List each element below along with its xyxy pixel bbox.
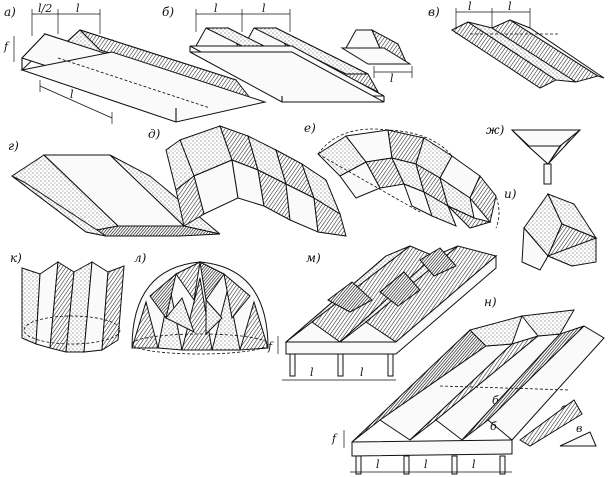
panel-label-i: и) — [504, 187, 517, 201]
figure-m-folded-plate-roof: м) l l f — [267, 245, 498, 381]
dim-f-m: f — [267, 340, 274, 353]
panel-label-b: б) — [162, 5, 174, 19]
panel-label-v: в) — [428, 5, 440, 19]
figure-k-folded-cylinder: к) — [10, 251, 125, 353]
dim-half-l: l/2 — [38, 2, 52, 15]
dim-l-a: l — [76, 2, 80, 15]
dim-l-b3: l — [390, 72, 394, 85]
figure-n-diamond-fold-roof: н) l l l f б б б в — [331, 295, 605, 475]
panel-label-k: к) — [10, 251, 22, 265]
label-b-n1: б — [492, 394, 499, 407]
panel-label-a: а) — [4, 5, 16, 19]
dim-l-b1: l — [214, 2, 218, 15]
dim-l-b2: l — [262, 2, 266, 15]
panel-label-g: г) — [8, 139, 19, 153]
label-v-n: в — [576, 422, 582, 435]
dim-f-n: f — [331, 432, 338, 445]
panel-label-m: м) — [306, 251, 321, 265]
dim-l-v2: l — [508, 0, 512, 13]
figure-d-zigzag-vault: д) — [148, 125, 347, 237]
figure-e-faceted-vault: е) — [304, 121, 500, 229]
dim-l-n1: l — [376, 458, 380, 471]
figure-a-folded-slab: а) l/2 l f l — [3, 2, 267, 124]
figure-i-folded-hood: и) — [504, 187, 598, 271]
dim-f-a: f — [3, 40, 10, 53]
dim-l-m1: l — [310, 366, 314, 379]
panel-label-n: н) — [484, 295, 497, 309]
dim-l-a-bottom: l — [70, 88, 74, 101]
panel-label-l: л) — [134, 251, 147, 265]
panel-label-zh: ж) — [486, 123, 505, 137]
dim-l-n2: l — [424, 458, 428, 471]
label-b-n2: б — [490, 420, 497, 433]
dim-l-m2: l — [360, 366, 364, 379]
panel-label-d: д) — [148, 127, 161, 141]
figure-zh-inverted-pyramid: ж) — [486, 123, 582, 185]
panel-label-e: е) — [304, 121, 316, 135]
figure-v-skew-folds: в) l l — [428, 0, 605, 89]
dim-l-n3: l — [472, 458, 476, 471]
dim-l-v1: l — [468, 0, 472, 13]
figure-l-folded-dome: л) — [131, 251, 269, 355]
figure-b-trapezoid-folds: б) l l l — [162, 2, 413, 103]
